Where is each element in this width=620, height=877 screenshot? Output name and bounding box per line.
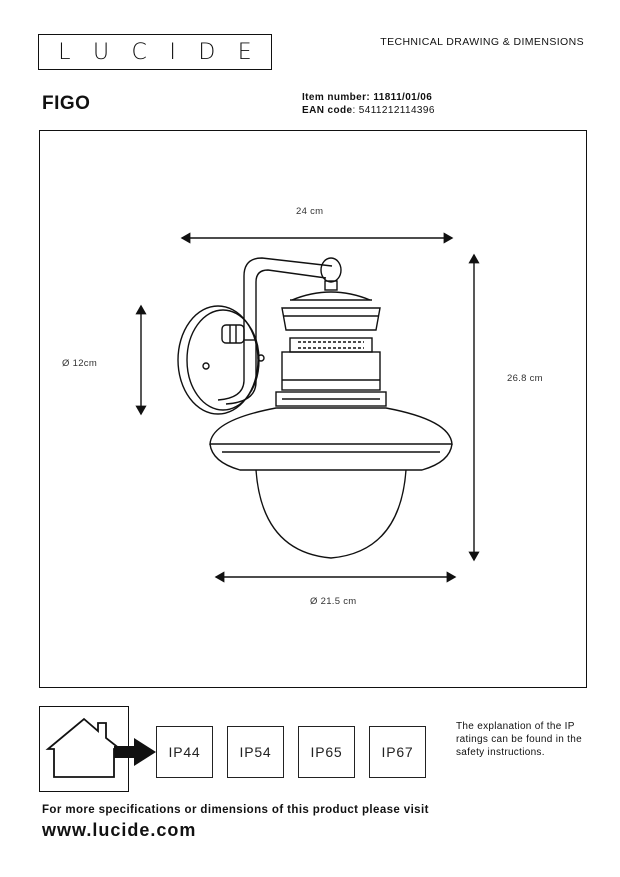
- document-type: TECHNICAL DRAWING & DIMENSIONS: [380, 36, 584, 48]
- product-name: FIGO: [42, 93, 91, 114]
- logo-letter: D: [198, 39, 216, 65]
- product-meta: Item number: 11811/01/06 EAN code: 54112…: [302, 91, 435, 117]
- logo-letter: I: [169, 39, 176, 65]
- logo-letter: C: [131, 39, 147, 65]
- spec-line: For more specifications or dimensions of…: [42, 804, 429, 816]
- height-label: 26.8 cm: [507, 373, 543, 384]
- width-label: 24 cm: [296, 206, 324, 217]
- logo-letter: L: [58, 39, 71, 65]
- ip-explanation: The explanation of the IP ratings can be…: [456, 721, 582, 758]
- item-number-value: 11811/01/06: [373, 92, 433, 103]
- logo-letter: U: [92, 39, 110, 65]
- item-number-label: Item number:: [302, 92, 371, 103]
- ip-rating-badge: IP67: [369, 726, 426, 778]
- ip-rating-badge: IP65: [298, 726, 355, 778]
- brand-logo: L U C I D E: [38, 34, 272, 70]
- ean-label: EAN code: [302, 105, 353, 116]
- website-link[interactable]: www.lucide.com: [42, 820, 197, 840]
- ean-value: : 5411212114396: [352, 105, 435, 116]
- shade-diameter-label: Ø 21.5 cm: [310, 596, 357, 607]
- drawing-frame: [39, 130, 587, 688]
- ip-rating-badge: IP54: [227, 726, 284, 778]
- base-diameter-label: Ø 12cm: [62, 358, 98, 369]
- lamp-outline: [177, 257, 453, 559]
- logo-letter: E: [237, 39, 252, 65]
- ip-rating-badge: IP44: [156, 726, 213, 778]
- arrow-right-icon: [114, 738, 156, 766]
